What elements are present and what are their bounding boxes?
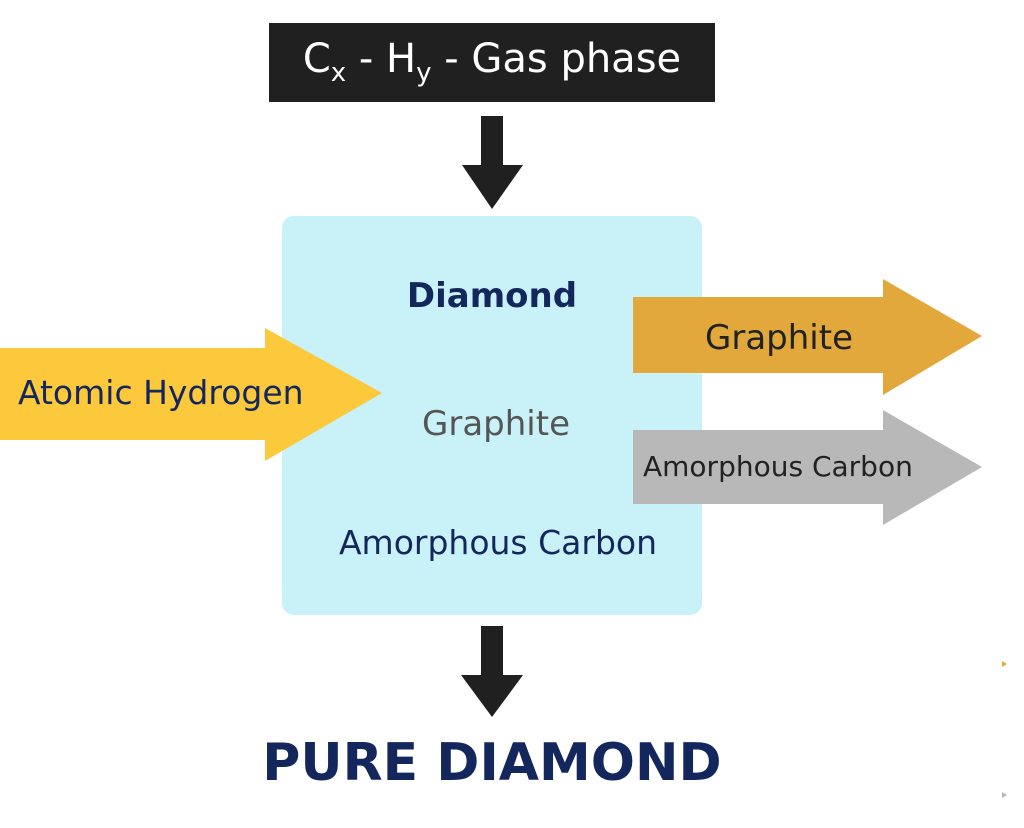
gas-phase-text: - Gas phase <box>431 36 682 82</box>
down-arrow-bottom <box>461 626 523 717</box>
reactor-box <box>282 216 702 615</box>
reactor-item-diamond: Diamond <box>406 276 578 316</box>
pure-diamond-label: PURE DIAMOND <box>262 733 722 793</box>
carbon-subscript: x <box>330 58 347 88</box>
amorphous-carbon-output-label: Amorphous Carbon <box>643 450 913 483</box>
gas-phase-box <box>269 23 715 102</box>
gas-phase-label: Cx - Hy - Gas phase <box>269 36 715 88</box>
down-arrow-top <box>462 116 523 209</box>
reactor-item-amorphous-carbon: Amorphous Carbon <box>338 523 657 562</box>
amorphous-carbon-output-arrow <box>633 410 982 525</box>
hydrogen-symbol: - H <box>346 36 417 82</box>
small-orange-marker-icon <box>1002 661 1007 667</box>
reactor-item-graphite: Graphite <box>422 404 570 444</box>
hydrogen-subscript: y <box>416 58 432 88</box>
graphite-output-label: Graphite <box>705 318 853 358</box>
carbon-symbol: C <box>302 36 331 82</box>
atomic-hydrogen-label: Atomic Hydrogen <box>18 373 304 412</box>
graphite-output-arrow <box>633 279 982 395</box>
atomic-hydrogen-arrow <box>0 328 382 461</box>
small-gray-marker-icon <box>1002 792 1007 798</box>
